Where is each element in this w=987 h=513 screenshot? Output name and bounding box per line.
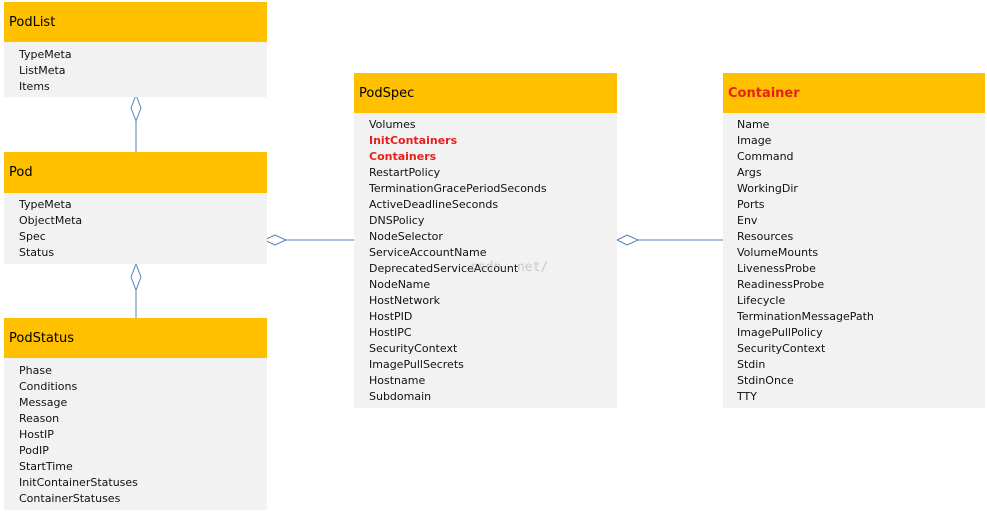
podlist-field: TypeMeta bbox=[19, 48, 72, 61]
podstatus-field: Message bbox=[19, 396, 68, 409]
container-fields: Name Image Command Args WorkingDir Ports… bbox=[723, 113, 985, 408]
podspec-field: NodeName bbox=[369, 278, 431, 291]
podstatus-field: InitContainerStatuses bbox=[19, 476, 138, 489]
aggregation-diamond-podlist bbox=[130, 93, 142, 123]
pod-title: Pod bbox=[4, 152, 267, 193]
container-field: Command bbox=[737, 150, 794, 163]
podstatus-field: Phase bbox=[19, 364, 52, 377]
podlist-field: Items bbox=[19, 80, 50, 93]
container-field: StdinOnce bbox=[737, 374, 794, 387]
podstatus-field: ContainerStatuses bbox=[19, 492, 121, 505]
podspec-field: Volumes bbox=[369, 118, 416, 131]
container-field: Image bbox=[737, 134, 772, 147]
container-field: ImagePullPolicy bbox=[737, 326, 823, 339]
podspec-field-highlighted: Containers bbox=[369, 150, 437, 163]
container-field: LivenessProbe bbox=[737, 262, 816, 275]
container-field: WorkingDir bbox=[737, 182, 798, 195]
watermark-text: csdn. net/ bbox=[470, 260, 549, 275]
container-field: Resources bbox=[737, 230, 794, 243]
podspec-field: HostIPC bbox=[369, 326, 412, 339]
podstatus-title: PodStatus bbox=[4, 318, 267, 358]
podspec-field: SecurityContext bbox=[369, 342, 458, 355]
podspec-field: TerminationGracePeriodSeconds bbox=[369, 182, 547, 195]
podspec-field: DNSPolicy bbox=[369, 214, 425, 227]
podspec-field: Subdomain bbox=[369, 390, 432, 403]
podspec-field: HostNetwork bbox=[369, 294, 440, 307]
podspec-field: ImagePullSecrets bbox=[369, 358, 464, 371]
container-class-box: Container Name Image Command Args Workin… bbox=[723, 73, 985, 408]
podstatus-field: Reason bbox=[19, 412, 60, 425]
container-field: Stdin bbox=[737, 358, 766, 371]
podspec-field: RestartPolicy bbox=[369, 166, 441, 179]
podstatus-fields: Phase Conditions Message Reason HostIP P… bbox=[4, 358, 267, 510]
container-field: ReadinessProbe bbox=[737, 278, 825, 291]
pod-fields: TypeMeta ObjectMeta Spec Status bbox=[4, 193, 267, 264]
aggregation-diamond-pod-spec bbox=[262, 234, 288, 246]
podspec-field: Hostname bbox=[369, 374, 426, 387]
podspec-title: PodSpec bbox=[354, 73, 617, 113]
podspec-field: NodeSelector bbox=[369, 230, 443, 243]
container-field: Name bbox=[737, 118, 770, 131]
pod-field: TypeMeta bbox=[19, 198, 72, 211]
container-field: TTY bbox=[737, 390, 757, 403]
container-field: VolumeMounts bbox=[737, 246, 819, 259]
container-field: TerminationMessagePath bbox=[737, 310, 874, 323]
podstatus-field: StartTime bbox=[19, 460, 73, 473]
aggregation-diamond-podspec bbox=[615, 234, 640, 246]
podspec-class-box: PodSpec Volumes InitContainers Container… bbox=[354, 73, 617, 408]
podspec-fields: Volumes InitContainers Containers Restar… bbox=[354, 113, 617, 408]
pod-class-box: Pod TypeMeta ObjectMeta Spec Status bbox=[4, 152, 267, 264]
pod-field: Spec bbox=[19, 230, 46, 243]
podspec-field: DeprecatedServiceAccount bbox=[369, 262, 519, 275]
podlist-title: PodList bbox=[4, 2, 267, 42]
container-title: Container bbox=[723, 73, 985, 113]
podstatus-field: Conditions bbox=[19, 380, 78, 393]
container-field: Ports bbox=[737, 198, 765, 211]
podstatus-field: PodIP bbox=[19, 444, 49, 457]
pod-field: ObjectMeta bbox=[19, 214, 83, 227]
aggregation-diamond-pod-status bbox=[130, 262, 142, 292]
container-field: Args bbox=[737, 166, 762, 179]
podstatus-class-box: PodStatus Phase Conditions Message Reaso… bbox=[4, 318, 267, 510]
podspec-field: ServiceAccountName bbox=[369, 246, 487, 259]
podstatus-field: HostIP bbox=[19, 428, 54, 441]
podlist-fields: TypeMeta ListMeta Items bbox=[4, 42, 267, 97]
container-field: Lifecycle bbox=[737, 294, 786, 307]
pod-field: Status bbox=[19, 246, 55, 259]
container-field: Env bbox=[737, 214, 758, 227]
podspec-field: HostPID bbox=[369, 310, 413, 323]
podlist-class-box: PodList TypeMeta ListMeta Items bbox=[4, 2, 267, 97]
podlist-field: ListMeta bbox=[19, 64, 66, 77]
podspec-field-highlighted: InitContainers bbox=[369, 134, 458, 147]
podspec-field: ActiveDeadlineSeconds bbox=[369, 198, 499, 211]
container-field: SecurityContext bbox=[737, 342, 826, 355]
